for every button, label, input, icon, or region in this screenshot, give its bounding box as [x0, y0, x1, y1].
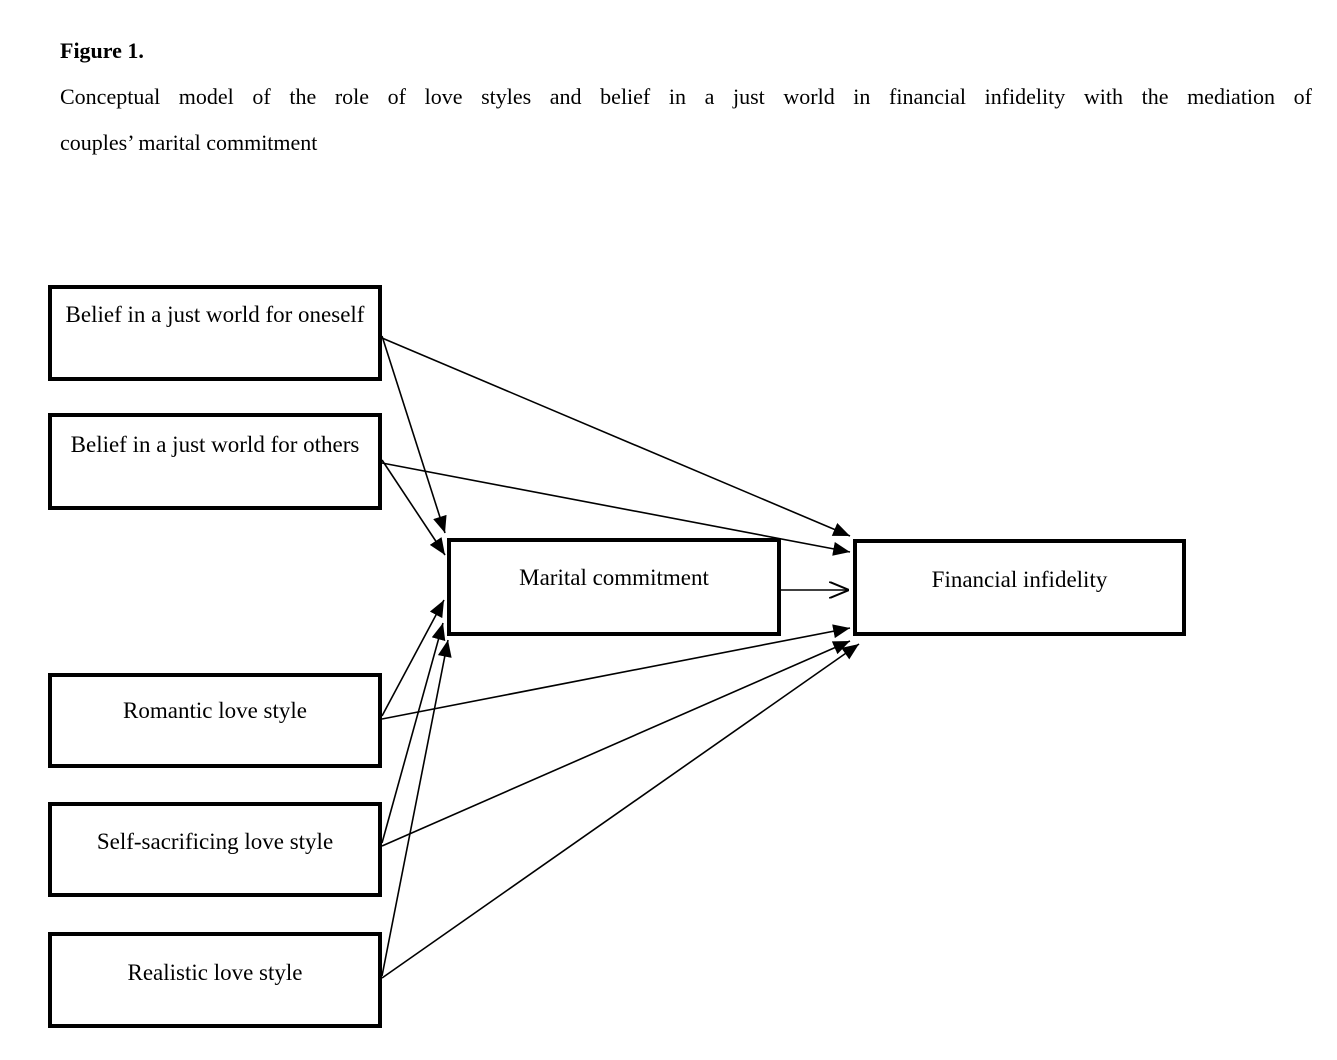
arrow-self-sacrificing-to-financial-infidelity [381, 640, 851, 847]
node-label: Realistic love style [127, 960, 303, 985]
node-label: Self-sacrificing love style [96, 829, 334, 854]
node-label: Belief in a just world for others [70, 432, 360, 457]
arrow-bjw-oneself-to-marital-commitment [381, 335, 447, 534]
node-romantic: Romantic love style [48, 673, 382, 768]
figure-label: Figure 1. [60, 38, 144, 63]
arrow-realistic-to-financial-infidelity [381, 643, 860, 979]
node-label: Belief in a just world for oneself [65, 302, 365, 327]
node-financial-infidelity: Financial infidelity [853, 539, 1186, 636]
arrow-bjw-oneself-to-financial-infidelity [381, 337, 851, 537]
node-label: Romantic love style [123, 698, 307, 723]
figure-caption-line-1: Conceptual model of the role of love sty… [60, 84, 1312, 109]
node-self-sacrificing: Self-sacrificing love style [48, 802, 382, 897]
node-label: Financial infidelity [931, 567, 1108, 592]
figure-caption-line-2: couples’ marital commitment [60, 130, 318, 155]
node-bjw-oneself: Belief in a just world for oneself [48, 285, 382, 381]
arrow-romantic-to-marital-commitment [381, 599, 445, 717]
node-label: Marital commitment [519, 565, 709, 590]
arrow-self-sacrificing-to-marital-commitment [381, 622, 446, 844]
node-realistic: Realistic love style [48, 932, 382, 1028]
arrow-romantic-to-financial-infidelity [381, 624, 851, 720]
arrow-bjw-others-to-marital-commitment [381, 459, 446, 556]
figure-header: Figure 1. Conceptual model of the role o… [60, 28, 1312, 166]
node-bjw-others: Belief in a just world for others [48, 413, 382, 510]
arrow-realistic-to-marital-commitment [381, 639, 452, 977]
node-marital-commitment: Marital commitment [447, 538, 781, 636]
